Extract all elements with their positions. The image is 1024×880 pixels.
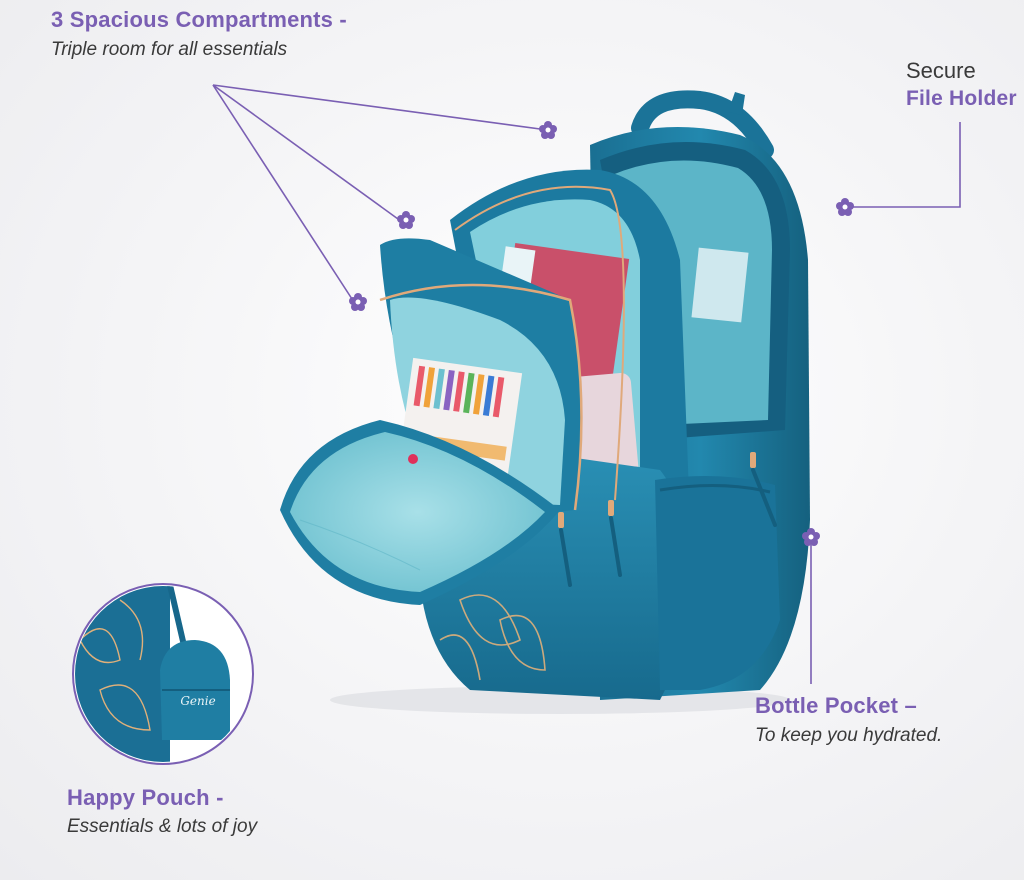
compartments-subtitle: Triple room for all essentials xyxy=(51,39,288,60)
bottle-pocket-title: Bottle Pocket – xyxy=(755,693,917,718)
compartment-line-1 xyxy=(212,84,541,130)
file-holder-title: File Holder xyxy=(906,87,1017,110)
compartment-line-2 xyxy=(212,84,399,220)
flower-icon xyxy=(836,198,854,216)
flower-icon xyxy=(397,211,415,229)
flower-icon xyxy=(802,528,820,546)
compartments-title: 3 Spacious Compartments - xyxy=(51,7,347,32)
happy-pouch-inset: Genie xyxy=(72,583,254,765)
pouch-brand-logo: Genie xyxy=(180,694,215,708)
file-holder-line xyxy=(852,122,961,208)
flower-icon xyxy=(349,293,367,311)
callout-lines xyxy=(212,84,961,684)
happy-pouch-subtitle: Essentials & lots of joy xyxy=(67,816,258,837)
flower-icons xyxy=(349,121,854,546)
file-holder-prefix: Secure xyxy=(906,58,976,83)
compartment-line-3 xyxy=(212,84,353,300)
happy-pouch-title: Happy Pouch - xyxy=(67,785,224,810)
flower-icon xyxy=(539,121,557,139)
bottle-pocket-subtitle: To keep you hydrated. xyxy=(755,725,943,746)
backpack xyxy=(280,90,810,714)
